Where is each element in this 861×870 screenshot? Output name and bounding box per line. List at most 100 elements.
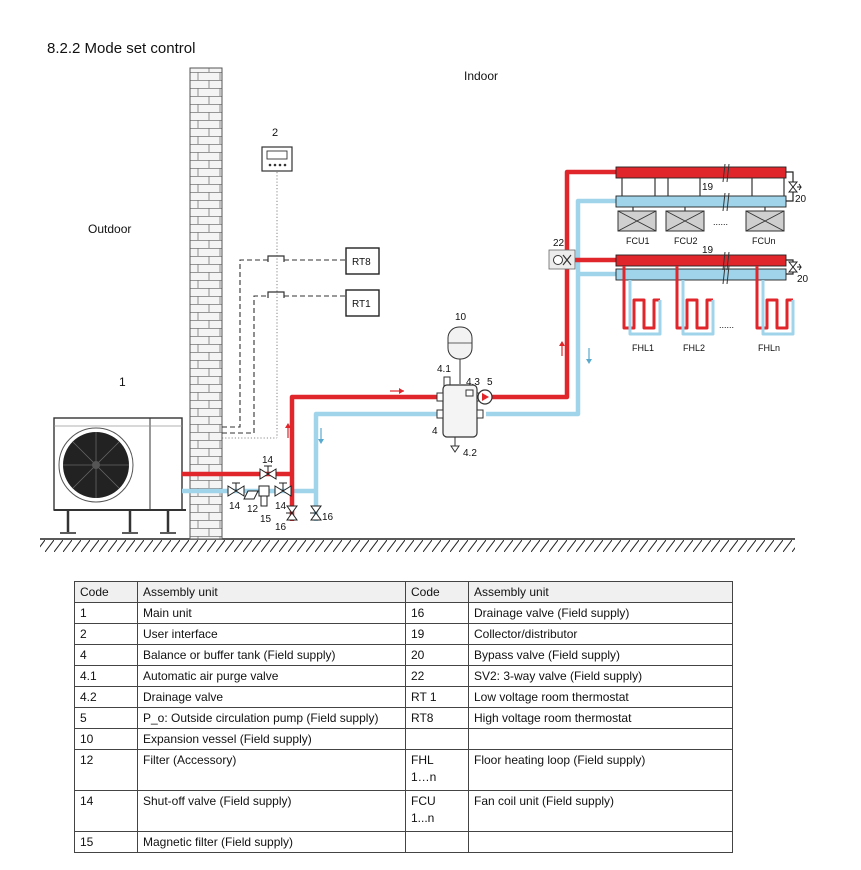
fcu1-label: FCU1: [626, 236, 650, 246]
ground: [40, 538, 795, 552]
shutoff-left-code: 14: [229, 501, 241, 512]
code-cell: 1: [74, 602, 138, 624]
code-line-2: 1…n: [411, 770, 437, 784]
fcun-label: FCUn: [752, 236, 776, 246]
drain-b-code: 16: [322, 512, 334, 523]
buffer-tank: 4 4.2 4.3: [432, 377, 484, 459]
drain-code: 4.2: [463, 448, 477, 459]
unit-cell: SV2: 3-way valve (Field supply): [468, 665, 733, 687]
fcu2-label: FCU2: [674, 236, 698, 246]
header-code-1: Code: [74, 581, 138, 603]
rt1-label: RT1: [352, 299, 371, 310]
table-row: 1 Main unit 16 Drainage valve (Field sup…: [74, 602, 733, 624]
code-cell: 2: [74, 623, 138, 645]
outdoor-label: Outdoor: [88, 222, 131, 236]
code-cell: 4.2: [74, 686, 138, 708]
fhl2: [675, 266, 715, 336]
unit-cell: Shut-off valve (Field supply): [137, 790, 406, 832]
table-row: 15 Magnetic filter (Field supply): [74, 831, 733, 853]
purge-code: 4.1: [437, 364, 451, 375]
table-row: 4.1 Automatic air purge valve 22 SV2: 3-…: [74, 665, 733, 687]
header-unit-2: Assembly unit: [468, 581, 733, 603]
hydraulic-diagram: Indoor Outdoor 1 2 RT8 RT1: [40, 67, 809, 552]
code-cell: [405, 831, 469, 853]
table-header-row: Code Assembly unit Code Assembly unit: [74, 581, 733, 603]
bypass-top-code: 20: [795, 194, 807, 205]
fhln-label: FHLn: [758, 343, 780, 353]
unit-cell: [468, 831, 733, 853]
vessel-code: 10: [455, 312, 467, 323]
fcu2: [665, 210, 705, 232]
fhl1-label: FHL1: [632, 343, 654, 353]
indoor-label: Indoor: [464, 69, 498, 83]
fcun: [745, 210, 785, 232]
main-unit-code: 1: [119, 375, 126, 389]
code-cell: 22: [405, 665, 469, 687]
bypass-valve-upper: 20: [787, 181, 807, 205]
table-row: 10 Expansion vessel (Field supply): [74, 728, 733, 750]
thermostat-wiring: [222, 259, 346, 434]
code-line-1: FHL: [411, 753, 434, 767]
drainage-valve-16b: [310, 505, 322, 521]
code-cell: 12: [74, 749, 138, 791]
circulation-pump: 5: [477, 377, 493, 405]
unit-cell: [468, 728, 733, 750]
collector-top-code: 19: [702, 182, 714, 193]
shutoff-valve-left: [227, 482, 245, 497]
unit-cell: Main unit: [137, 602, 406, 624]
drain-a-code: 16: [275, 522, 287, 533]
code-cell: 19: [405, 623, 469, 645]
unit-cell: Floor heating loop (Field supply): [468, 749, 733, 791]
code-cell: 5: [74, 707, 138, 729]
fhln: [755, 266, 795, 336]
code-line-1: FCU: [411, 794, 436, 808]
flow-arrows: [285, 341, 592, 444]
unit-cell: P_o: Outside circulation pump (Field sup…: [137, 707, 406, 729]
table-row: 4 Balance or buffer tank (Field supply) …: [74, 644, 733, 666]
unit-cell: Magnetic filter (Field supply): [137, 831, 406, 853]
shutoff-valve-top: [259, 465, 277, 480]
unit-cell: High voltage room thermostat: [468, 707, 733, 729]
code-cell: 14: [74, 790, 138, 832]
unit-cell: Drainage valve (Field supply): [468, 602, 733, 624]
air-purge-valve: 4.1: [437, 364, 451, 387]
code-cell: 10: [74, 728, 138, 750]
code-cell: RT 1: [405, 686, 469, 708]
header-code-2: Code: [405, 581, 469, 603]
table-row: 5 P_o: Outside circulation pump (Field s…: [74, 707, 733, 729]
unit-cell: Low voltage room thermostat: [468, 686, 733, 708]
code-cell: 20: [405, 644, 469, 666]
code-cell: 15: [74, 831, 138, 853]
filter-code: 12: [247, 504, 259, 515]
user-interface: 2: [261, 127, 293, 172]
expansion-vessel: 10: [447, 312, 473, 384]
code-cell: RT8: [405, 707, 469, 729]
shutoff-top-code: 14: [262, 455, 274, 466]
tank-code: 4: [432, 426, 438, 437]
unit-cell: Collector/distributor: [468, 623, 733, 645]
code-cell: [405, 728, 469, 750]
table-row: 4.2 Drainage valve RT 1 Low voltage room…: [74, 686, 733, 708]
unit-cell: Expansion vessel (Field supply): [137, 728, 406, 750]
fhl-dots: ......: [719, 320, 734, 330]
main-outdoor-unit: [53, 417, 186, 534]
code-cell-stacked: FHL 1…n: [405, 749, 469, 791]
bypass-valve-lower: 20: [787, 261, 809, 285]
page-title: 8.2.2 Mode set control: [47, 40, 196, 57]
drainage-valve-16a: [286, 505, 298, 521]
mag-filter-code: 15: [260, 514, 272, 525]
collector-upper: 19: [615, 163, 794, 212]
code-cell: 16: [405, 602, 469, 624]
unit-cell: Fan coil unit (Field supply): [468, 790, 733, 832]
fhl1: [622, 266, 662, 336]
brick-wall: [189, 67, 223, 540]
fhl2-label: FHL2: [683, 343, 705, 353]
sv2-code: 22: [553, 238, 565, 249]
bypass-mid-code: 20: [797, 274, 809, 285]
user-interface-code: 2: [272, 127, 278, 139]
unit-cell: Drainage valve: [137, 686, 406, 708]
fcu-dots: ......: [713, 217, 728, 227]
